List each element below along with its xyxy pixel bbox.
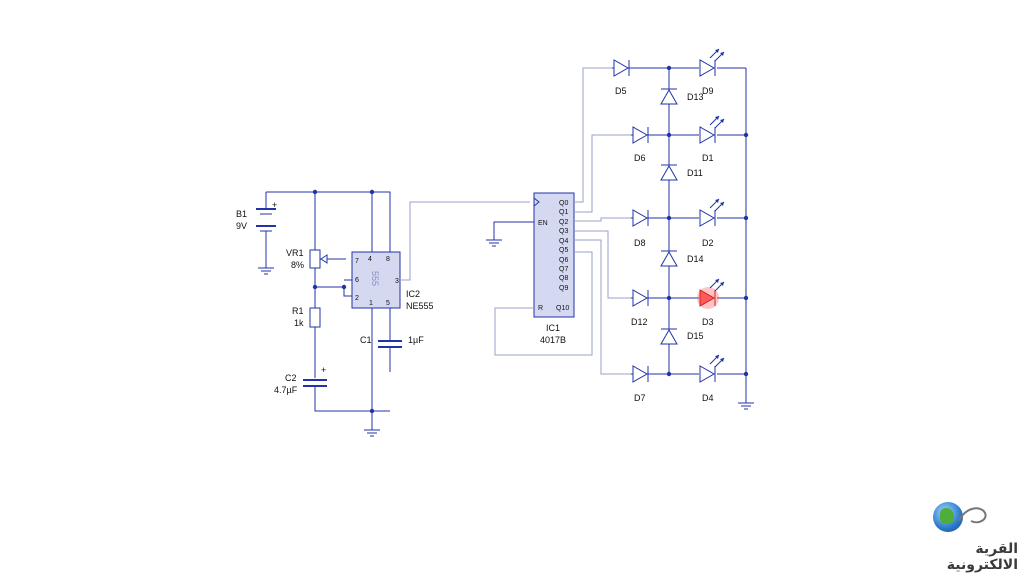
svg-text:Q3: Q3 — [559, 228, 568, 235]
label-d2: D2 — [702, 238, 714, 248]
pot-value: 8% — [291, 260, 304, 270]
capacitor-c1: C1 1µF — [360, 308, 424, 411]
svg-text:2: 2 — [355, 295, 359, 302]
svg-text:Q8: Q8 — [559, 275, 568, 282]
c2-value: 4.7µF — [274, 385, 298, 395]
svg-text:1: 1 — [369, 300, 373, 307]
resistor-r1: R1 1k — [292, 306, 321, 378]
ic1-value: 4017B — [540, 335, 566, 345]
svg-text:Q5: Q5 — [559, 247, 568, 254]
label-d15: D15 — [687, 331, 704, 341]
label-d1: D1 — [702, 153, 714, 163]
svg-text:8: 8 — [386, 256, 390, 263]
r1-value: 1k — [294, 318, 304, 328]
led-d1 — [699, 115, 725, 144]
label-d9: D9 — [702, 86, 714, 96]
diode-d13 — [660, 88, 678, 105]
logo-text: القرية الالكترونية — [946, 541, 1018, 573]
svg-text:EN: EN — [538, 220, 548, 227]
svg-text:5: 5 — [386, 300, 390, 307]
label-d13: D13 — [687, 92, 704, 102]
battery-b1: + B1 9V — [236, 192, 277, 275]
svg-text:Q2: Q2 — [559, 219, 568, 226]
svg-text:Q0: Q0 — [559, 200, 568, 207]
label-d4: D4 — [702, 393, 714, 403]
battery-plus: + — [272, 200, 277, 210]
svg-text:Q1: Q1 — [559, 209, 568, 216]
c2-ref: C2 — [285, 373, 297, 383]
svg-text:Q4: Q4 — [559, 238, 568, 245]
logo-land-icon — [940, 508, 954, 524]
c1-value: 1µF — [408, 335, 424, 345]
svg-text:7: 7 — [355, 258, 359, 265]
chip-body-label: 555 — [370, 271, 380, 286]
led-d4 — [699, 354, 725, 383]
label-d8: D8 — [634, 238, 646, 248]
label-d3: D3 — [702, 317, 714, 327]
diode-d5 — [613, 59, 630, 77]
diode-d8 — [632, 209, 649, 227]
diode-d12 — [632, 289, 649, 307]
led-d2 — [699, 198, 725, 227]
svg-text:Q6: Q6 — [559, 257, 568, 264]
ic1-ref: IC1 — [546, 323, 560, 333]
ic2-ref: IC2 — [406, 289, 420, 299]
potentiometer-vr1: VR1 8% — [286, 248, 346, 308]
diode-d14 — [660, 250, 678, 267]
label-d11: D11 — [687, 168, 703, 178]
label-d6: D6 — [634, 153, 646, 163]
pot-ref: VR1 — [286, 248, 304, 258]
svg-text:4: 4 — [368, 256, 372, 263]
diode-d11 — [660, 164, 678, 181]
svg-text:6: 6 — [355, 277, 359, 284]
svg-text:Q9: Q9 — [559, 285, 568, 292]
svg-text:3: 3 — [395, 278, 399, 285]
ic-555-timer: 4 8 7 6 2 1 5 3 555 IC2 NE555 — [351, 251, 434, 311]
ic2-value: NE555 — [406, 301, 434, 311]
label-d12: D12 — [631, 317, 648, 327]
svg-text:Q10: Q10 — [556, 305, 569, 312]
logo-swirl-icon — [958, 507, 987, 524]
battery-ref: B1 — [236, 209, 247, 219]
diode-d15 — [660, 328, 678, 345]
label-d5: D5 — [615, 86, 627, 96]
c1-ref: C1 — [360, 335, 372, 345]
capacitor-c2: + C2 4.7µF — [274, 365, 390, 412]
diode-d6 — [632, 126, 649, 144]
diode-d7 — [632, 365, 649, 383]
ic-4017-counter: Q0 Q1 Q2 Q3 Q4 Q5 Q6 Q7 Q8 Q9 EN R Q10 I… — [533, 192, 575, 345]
label-d7: D7 — [634, 393, 646, 403]
led-d3-lit — [697, 278, 725, 309]
led-d9 — [699, 48, 725, 77]
battery-value: 9V — [236, 221, 247, 231]
svg-text:R: R — [538, 305, 543, 312]
svg-text:Q7: Q7 — [559, 266, 568, 273]
r1-ref: R1 — [292, 306, 304, 316]
c2-plus: + — [321, 365, 326, 375]
label-d14: D14 — [687, 254, 704, 264]
